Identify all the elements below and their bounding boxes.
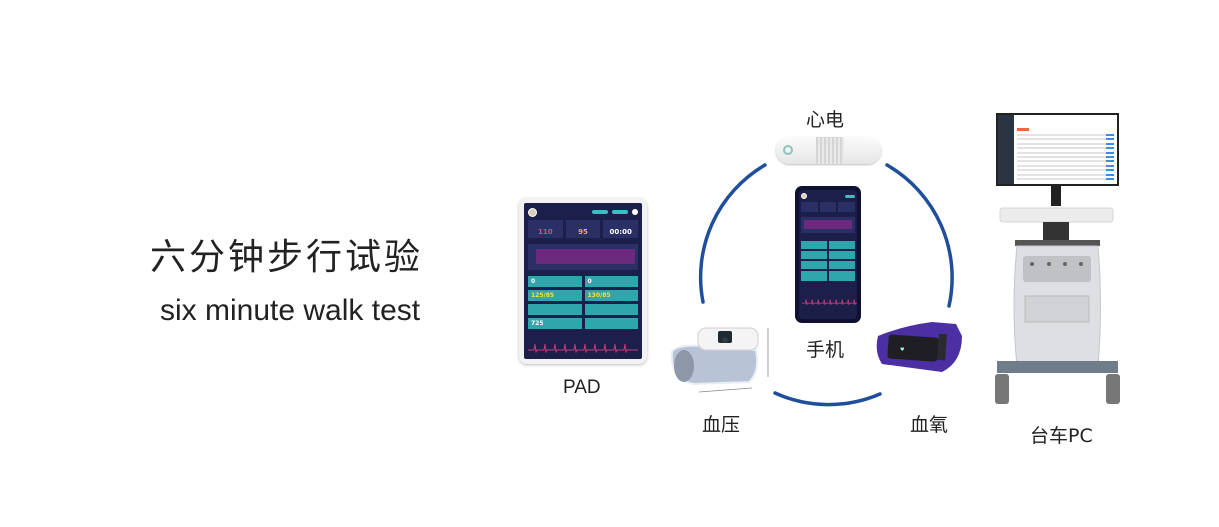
monitor-sidebar <box>998 115 1014 184</box>
tile-value: 0 <box>528 276 582 287</box>
arc-top-right <box>885 163 954 308</box>
label-pad: PAD <box>563 377 601 398</box>
avatar-icon <box>528 207 537 217</box>
label-phone: 手机 <box>806 339 845 361</box>
arc-bottom <box>773 391 882 407</box>
label-cart-pc: 台车PC <box>1030 425 1093 447</box>
tile-value: 125/85 <box>528 290 582 301</box>
label-blood-oxygen: 血氧 <box>910 414 949 436</box>
distance-value: 725 <box>528 318 582 329</box>
ecg-waveform <box>528 343 638 353</box>
trend-chart <box>528 244 638 270</box>
tile-value: 130/85 <box>584 290 638 301</box>
label-ecg: 心电 <box>806 109 845 131</box>
ecg-logo-icon <box>783 145 793 155</box>
cart-body <box>995 186 1120 404</box>
tile-value: 0 <box>584 276 638 287</box>
blood-oxygen-oximeter-device: ♥ <box>876 322 962 372</box>
pad-device: 110 95 00:00 0 0 125/85 130/85 725 <box>519 198 647 364</box>
pad-screen: 110 95 00:00 0 0 125/85 130/85 725 <box>524 203 642 359</box>
heart-rate-value: 110 <box>528 220 563 238</box>
svg-text:♥: ♥ <box>900 347 905 353</box>
monitor-table <box>1014 115 1117 184</box>
page-title-english: six minute walk test <box>160 294 421 327</box>
blood-pressure-cuff-device <box>670 327 769 393</box>
timer-value: 00:00 <box>603 220 639 238</box>
page-title-chinese: 六分钟步行试验 <box>150 237 424 278</box>
ecg-patch-device <box>776 137 881 164</box>
cart-monitor <box>996 113 1119 186</box>
label-blood-pressure: 血压 <box>702 414 741 436</box>
spo2-value: 95 <box>565 220 601 238</box>
phone-device <box>795 186 861 323</box>
arc-top-left <box>698 163 767 304</box>
gear-icon <box>632 209 638 215</box>
phone-screen <box>799 190 857 319</box>
